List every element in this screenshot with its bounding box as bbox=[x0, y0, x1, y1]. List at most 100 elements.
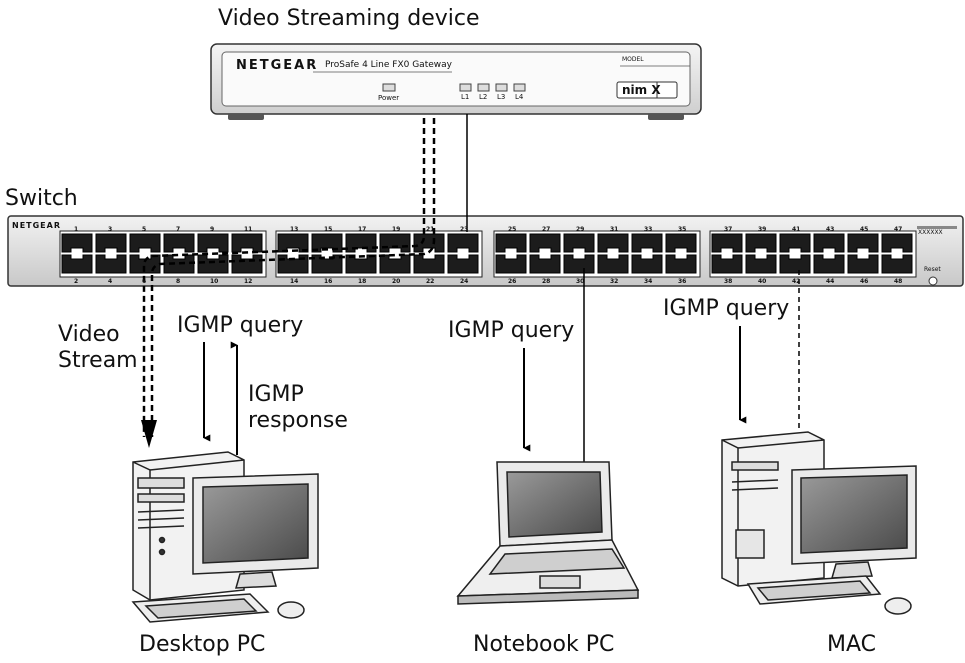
device-model-id: nim X bbox=[622, 83, 661, 97]
switch-port-number-top: 29 bbox=[576, 226, 585, 233]
desktop-pc-illustration bbox=[131, 451, 319, 623]
switch-port-top[interactable] bbox=[413, 233, 445, 253]
switch-port-number-top: 19 bbox=[392, 226, 401, 233]
switch-port-top[interactable] bbox=[779, 233, 811, 253]
switch-port-top[interactable] bbox=[277, 233, 309, 253]
switch-port-number-bottom: 14 bbox=[290, 278, 299, 285]
switch-port-number-top: 41 bbox=[792, 226, 801, 233]
video-stream-arrowhead bbox=[141, 420, 157, 448]
switch-port-number-bottom: 26 bbox=[508, 278, 517, 285]
switch-port-number-top: 23 bbox=[460, 226, 469, 233]
switch-port-number-top: 27 bbox=[542, 226, 551, 233]
switch-port-bottom[interactable] bbox=[665, 254, 697, 274]
switch-port-number-bottom: 46 bbox=[860, 278, 869, 285]
switch-port-bottom[interactable] bbox=[413, 254, 445, 274]
switch-port-number-bottom: 34 bbox=[644, 278, 653, 285]
switch-port-top[interactable] bbox=[597, 233, 629, 253]
switch-port-number-bottom: 48 bbox=[894, 278, 903, 285]
switch-model-id: XXXXXX bbox=[918, 229, 943, 236]
switch-port-bottom[interactable] bbox=[447, 254, 479, 274]
switch-port-top[interactable] bbox=[711, 233, 743, 253]
switch-port-number-top: 35 bbox=[678, 226, 687, 233]
switch-port-number-bottom: 6 bbox=[142, 278, 147, 285]
switch-port-number-bottom: 24 bbox=[460, 278, 469, 285]
switch-port-bottom[interactable] bbox=[495, 254, 527, 274]
switch-port-bottom[interactable] bbox=[711, 254, 743, 274]
switch-port-top[interactable] bbox=[631, 233, 663, 253]
switch-port-bottom[interactable] bbox=[597, 254, 629, 274]
switch-port-bottom[interactable] bbox=[61, 254, 93, 274]
desktop-pc-label: Desktop PC bbox=[139, 632, 266, 657]
switch-port-bottom[interactable] bbox=[779, 254, 811, 274]
switch-port-top[interactable] bbox=[495, 233, 527, 253]
switch-port-number-bottom: 10 bbox=[210, 278, 219, 285]
switch-port-bottom[interactable] bbox=[197, 254, 229, 274]
switch-port-number-bottom: 12 bbox=[244, 278, 253, 285]
switch-brand: NETGEAR bbox=[12, 221, 61, 230]
switch-port-top[interactable] bbox=[163, 233, 195, 253]
switch-port-number-top: 1 bbox=[74, 226, 79, 233]
video-streaming-device-title: Video Streaming device bbox=[218, 6, 480, 31]
switch-port-top[interactable] bbox=[197, 233, 229, 253]
device-line-label-l3: L3 bbox=[497, 93, 506, 101]
switch-port-number-bottom: 4 bbox=[108, 278, 113, 285]
switch-port-number-top: 45 bbox=[860, 226, 869, 233]
switch-port-number-bottom: 28 bbox=[542, 278, 551, 285]
switch-port-number-bottom: 32 bbox=[610, 278, 619, 285]
mac-label: MAC bbox=[827, 632, 877, 657]
switch-port-number-top: 31 bbox=[610, 226, 619, 233]
switch-port-bottom[interactable] bbox=[95, 254, 127, 274]
switch-port-number-bottom: 30 bbox=[576, 278, 585, 285]
switch-port-top[interactable] bbox=[447, 233, 479, 253]
switch-port-groups bbox=[59, 230, 917, 278]
switch-port-top[interactable] bbox=[95, 233, 127, 253]
switch-port-bottom[interactable] bbox=[563, 254, 595, 274]
switch-port-number-top: 39 bbox=[758, 226, 767, 233]
igmp-query-mac-label: IGMP query bbox=[663, 296, 790, 321]
notebook-pc-label: Notebook PC bbox=[473, 632, 615, 657]
switch-port-bottom[interactable] bbox=[813, 254, 845, 274]
switch-port-number-top: 17 bbox=[358, 226, 367, 233]
switch-port-top[interactable] bbox=[745, 233, 777, 253]
switch-port-number-bottom: 20 bbox=[392, 278, 401, 285]
switch-title: Switch bbox=[5, 186, 78, 211]
device-line-label-l4: L4 bbox=[515, 93, 524, 101]
switch-port-bottom[interactable] bbox=[881, 254, 913, 274]
switch-port-number-bottom: 2 bbox=[74, 278, 79, 285]
switch-port-top[interactable] bbox=[129, 233, 161, 253]
switch-port-number-top: 7 bbox=[176, 226, 181, 233]
device-model-label: MODEL bbox=[622, 56, 644, 63]
switch-port-bottom[interactable] bbox=[745, 254, 777, 274]
video-stream-line-b bbox=[150, 118, 436, 437]
igmp-response-label: IGMP response bbox=[248, 382, 348, 434]
switch-port-top[interactable] bbox=[665, 233, 697, 253]
switch-port-top[interactable] bbox=[61, 233, 93, 253]
switch-port-top[interactable] bbox=[813, 233, 845, 253]
switch-port-number-top: 9 bbox=[210, 226, 215, 233]
switch-port-number-bottom: 44 bbox=[826, 278, 835, 285]
switch-port-number-bottom: 40 bbox=[758, 278, 767, 285]
igmp-query-notebook-label: IGMP query bbox=[448, 318, 575, 343]
switch-port-top[interactable] bbox=[881, 233, 913, 253]
switch-port-top[interactable] bbox=[847, 233, 879, 253]
switch-port-top[interactable] bbox=[529, 233, 561, 253]
switch-port-number-top: 43 bbox=[826, 226, 835, 233]
switch-port-bottom[interactable] bbox=[631, 254, 663, 274]
igmp-query-desktop-label: IGMP query bbox=[177, 313, 304, 338]
video-stream-label-line1: Video bbox=[58, 322, 120, 347]
switch-port-bottom[interactable] bbox=[345, 254, 377, 274]
switch-port-bottom[interactable] bbox=[311, 254, 343, 274]
switch-port-bottom[interactable] bbox=[529, 254, 561, 274]
device-brand: NETGEAR bbox=[236, 58, 319, 73]
switch-port-top[interactable] bbox=[563, 233, 595, 253]
switch-port-number-top: 11 bbox=[244, 226, 253, 233]
switch-port-number-bottom: 8 bbox=[176, 278, 181, 285]
device-model-name: ProSafe 4 Line FX0 Gateway bbox=[325, 60, 452, 70]
switch-port-number-bottom: 22 bbox=[426, 278, 435, 285]
video-stream-line-a bbox=[142, 118, 426, 437]
video-stream-label-line2: Stream bbox=[58, 348, 138, 373]
switch-port-number-top: 37 bbox=[724, 226, 733, 233]
switch-port-bottom[interactable] bbox=[847, 254, 879, 274]
